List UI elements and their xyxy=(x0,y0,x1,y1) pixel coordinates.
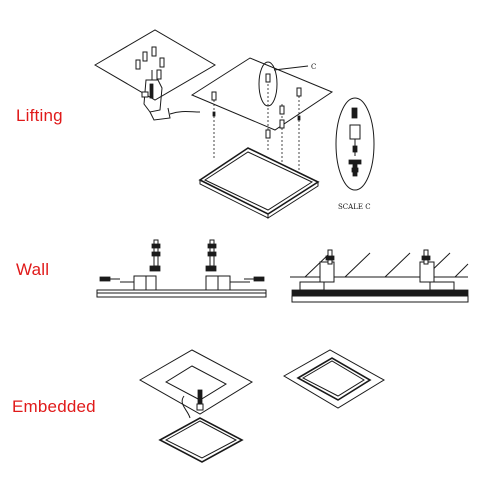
mount-bracket-right xyxy=(205,239,250,291)
wall-illustration-right xyxy=(290,249,469,303)
ceiling-cutout xyxy=(138,349,254,415)
drill-icon xyxy=(141,70,201,121)
section-label-embedded: Embedded xyxy=(12,397,96,416)
callout-c-marker: C xyxy=(311,63,316,71)
led-panel-embedded-hanging xyxy=(158,417,244,463)
scale-c-detail xyxy=(335,97,375,191)
screw-icon xyxy=(99,276,120,282)
suspension-wires xyxy=(211,73,302,170)
mount-bracket-right xyxy=(419,249,455,291)
led-panel-lifting xyxy=(198,147,320,219)
lifting-illustration: C xyxy=(94,29,375,219)
ceiling-panel-right xyxy=(190,57,334,131)
screw-icon xyxy=(244,276,265,282)
wall-illustration-left xyxy=(96,239,267,298)
mount-bracket-left xyxy=(299,249,335,291)
embedded-illustration-left xyxy=(138,349,254,463)
section-label-wall: Wall xyxy=(16,260,50,279)
section-label-lifting: Lifting xyxy=(16,106,63,125)
ceiling-panel-left xyxy=(94,29,216,101)
anchor-bolts-left xyxy=(135,46,165,80)
embedded-illustration-right xyxy=(283,349,385,409)
mount-bracket-left xyxy=(120,239,161,291)
scale-c-caption: SCALE C xyxy=(338,203,371,211)
